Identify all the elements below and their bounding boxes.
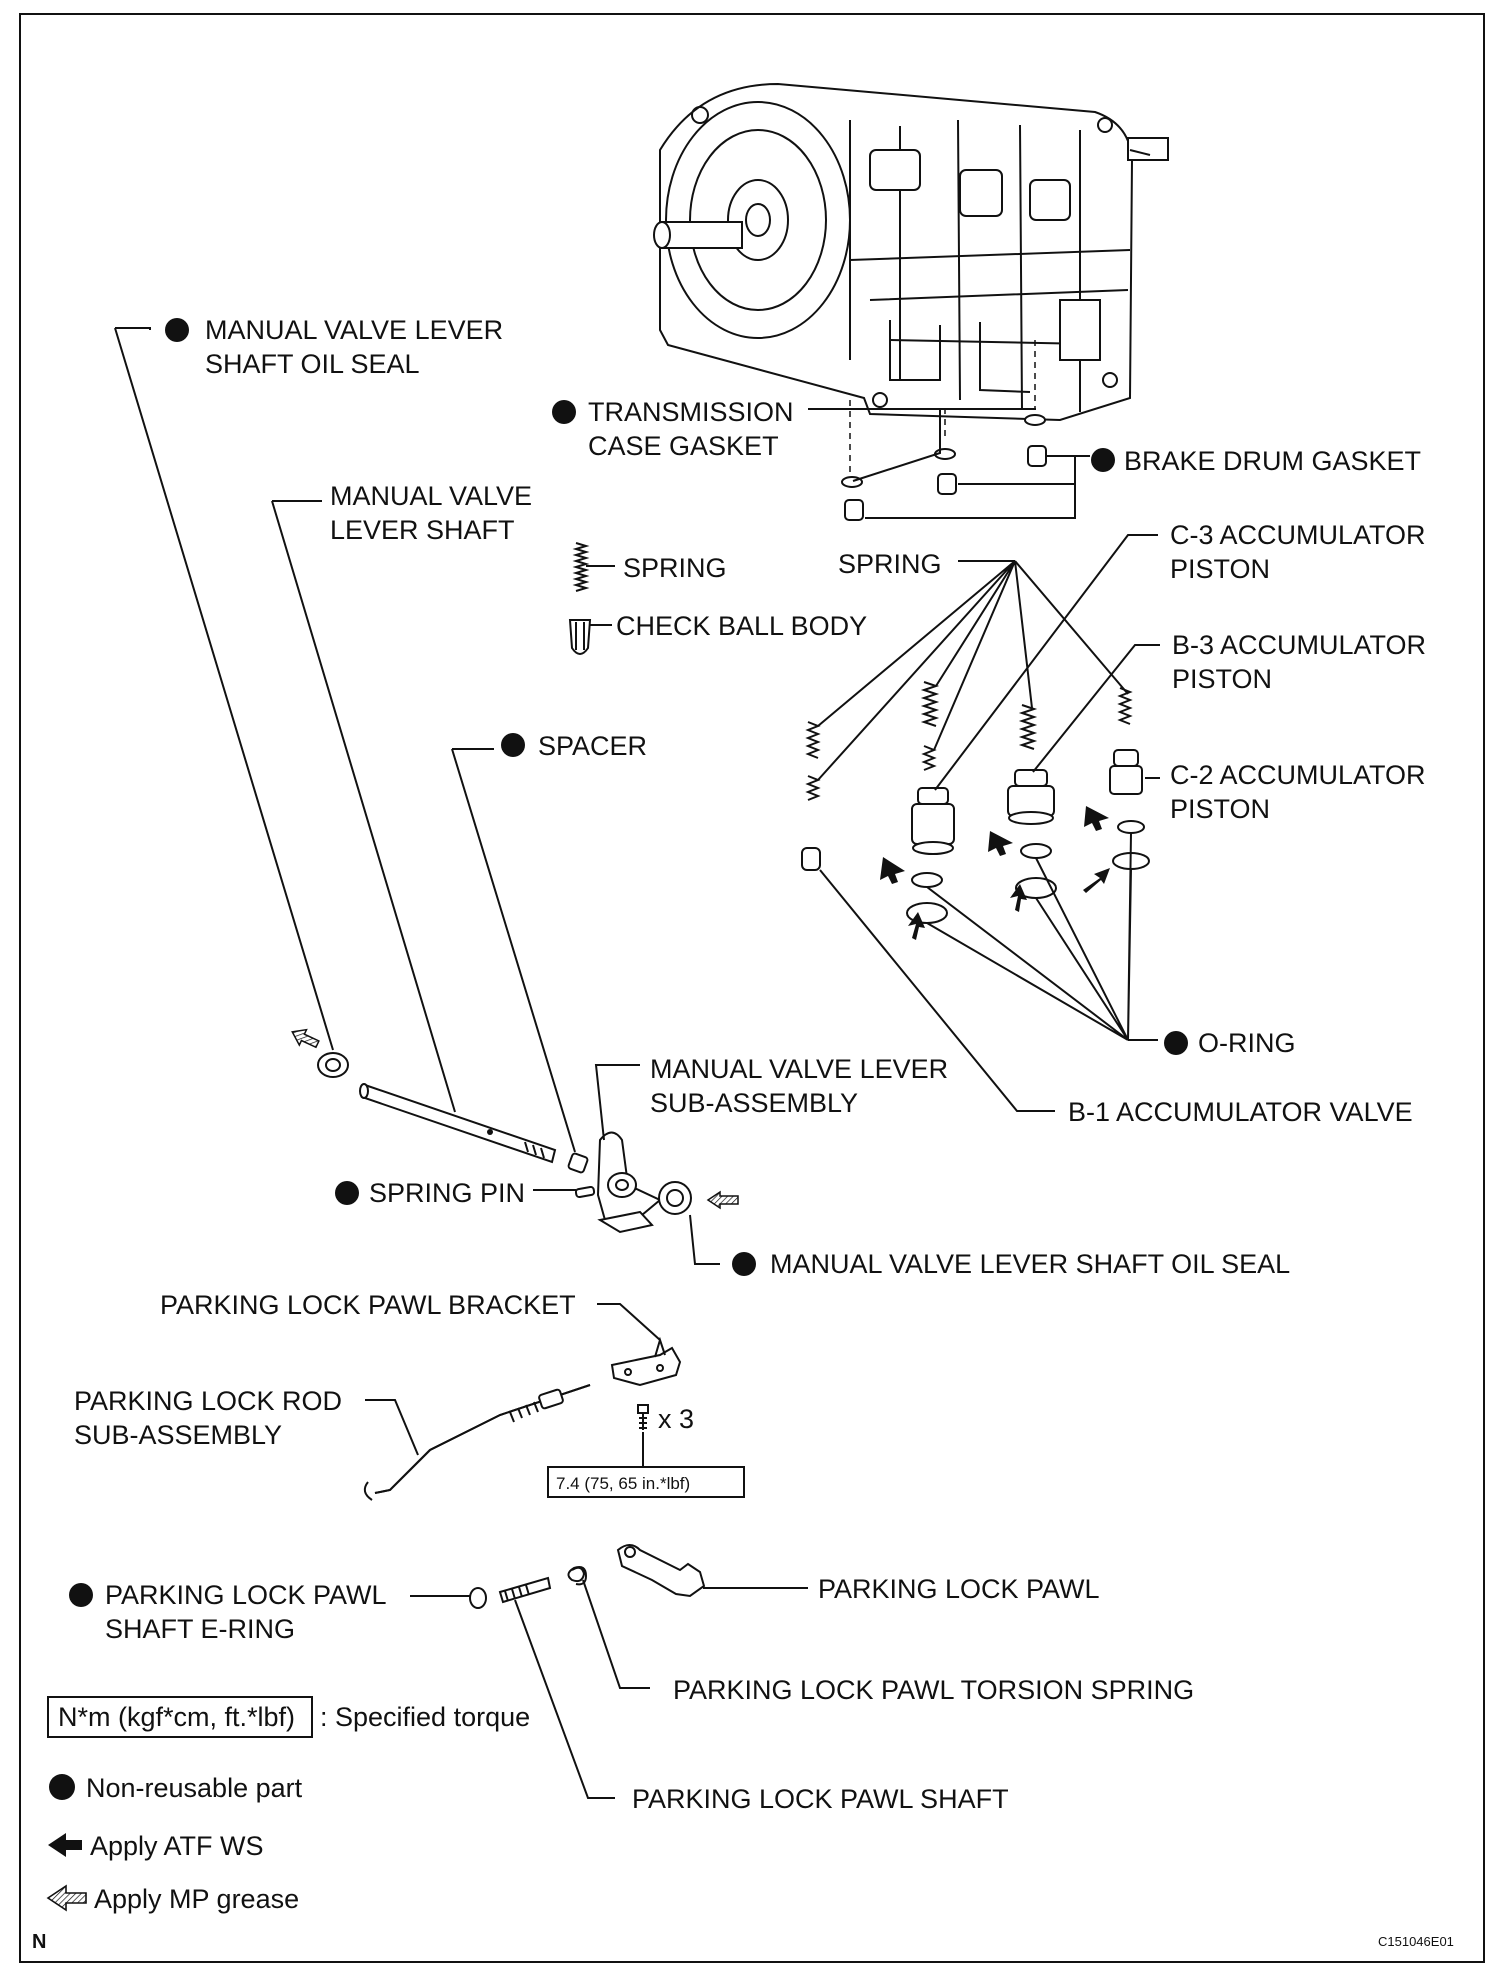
label-lever-shaft-1: MANUAL VALVE [330,481,532,511]
legend-torque-text: : Specified torque [320,1702,530,1732]
manual-valve-lever-shaft-oil-seal-part [317,1052,349,1078]
label-e-ring-1: PARKING LOCK PAWL [105,1580,387,1610]
legend: N*m (kgf*cm, ft.*lbf) : Specified torque… [46,1696,530,1914]
label-oil-seal-bottom: MANUAL VALVE LEVER SHAFT OIL SEAL [770,1249,1290,1279]
bolt-icon [637,1404,649,1430]
e-ring-part [469,1587,487,1609]
mp-grease-arrow-icon [291,1028,320,1049]
b3-accumulator-piston-part [1007,769,1055,825]
label-oil-seal-top-1: MANUAL VALVE LEVER [205,315,503,345]
legend-apply-mp: Apply MP grease [94,1884,299,1914]
label-lever-shaft-2: LEVER SHAFT [330,515,515,545]
n-mark: N [32,1931,46,1953]
label-c2-piston-1: C-2 ACCUMULATOR [1170,760,1426,790]
torque-value-box [547,1466,745,1498]
legend-non-reusable: Non-reusable part [86,1773,303,1803]
accumulator-springs [805,681,1133,801]
label-spring-pin: SPRING PIN [369,1178,525,1208]
label-pawl-bracket: PARKING LOCK PAWL BRACKET [160,1290,576,1320]
legend-torque-box [47,1696,313,1738]
label-check-ball-body: CHECK BALL BODY [616,611,867,641]
parking-lock-pawl-part [616,1544,706,1598]
label-c2-piston-2: PISTON [1170,794,1270,824]
legend-bullet-icon [49,1774,75,1800]
label-c3-piston-2: PISTON [1170,554,1270,584]
parking-lock-pawl-torsion-spring-part [567,1566,588,1586]
label-oil-seal-top-2: SHAFT OIL SEAL [205,349,420,379]
figure-code: C151046E01 [1378,1934,1454,1949]
check-ball-spring-part [572,542,590,592]
label-e-ring-2: SHAFT E-RING [105,1614,295,1644]
c3-accumulator-piston-part [911,787,955,855]
manual-valve-lever-part [596,1131,662,1234]
c2-accumulator-piston-part [1109,749,1143,795]
b1-accumulator-valve-part [801,847,821,871]
figure-frame [19,13,1485,1963]
label-lock-rod-1: PARKING LOCK ROD [74,1386,342,1416]
label-b3-piston-1: B-3 ACCUMULATOR [1172,630,1426,660]
label-spacer: SPACER [538,731,647,761]
mp-grease-arrow-icon-2 [706,1190,739,1210]
label-spring-left: SPRING [623,553,727,583]
leader-lines [114,327,1160,1799]
legend-apply-atf: Apply ATF WS [90,1831,264,1861]
label-lever-sub-assy-1: MANUAL VALVE LEVER [650,1054,948,1084]
parking-lock-pawl-bracket-part [610,1336,682,1387]
label-lever-sub-assy-2: SUB-ASSEMBLY [650,1088,858,1118]
spring-pin-part [574,1185,596,1199]
brake-drum-gaskets [844,445,1047,521]
legend-mp-arrow-icon [46,1884,87,1912]
parking-lock-pawl-shaft-part [498,1576,552,1604]
label-pawl-shaft: PARKING LOCK PAWL SHAFT [632,1784,1009,1814]
label-pawl: PARKING LOCK PAWL [818,1574,1100,1604]
label-spring-right: SPRING [838,549,942,579]
legend-atf-arrow-icon [48,1833,82,1857]
legend-torque-box-text: N*m (kgf*cm, ft.*lbf) [58,1702,295,1732]
label-case-gasket-1: TRANSMISSION [588,397,794,427]
apply-atf-arrows [880,806,1110,940]
transmission-case-illustration [653,82,1169,422]
label-b1-valve: B-1 ACCUMULATOR VALVE [1068,1097,1413,1127]
oil-seal-bottom-part [658,1181,692,1215]
label-brake-drum-gasket: BRAKE DRUM GASKET [1124,446,1421,476]
spacer-part [567,1152,589,1174]
label-bolt-count: x 3 [658,1404,694,1434]
label-torque-value: 7.4 (75, 65 in.*lbf) [556,1474,690,1493]
check-ball-body-part [568,619,592,655]
parking-lock-rod-part [363,1384,591,1501]
label-o-ring: O-RING [1198,1028,1296,1058]
label-case-gasket-2: CASE GASKET [588,431,779,461]
non-reusable-bullets [69,318,1188,1607]
label-b3-piston-2: PISTON [1172,664,1272,694]
manual-valve-lever-shaft-part [359,1083,557,1164]
label-torsion-spring: PARKING LOCK PAWL TORSION SPRING [673,1675,1194,1705]
label-lock-rod-2: SUB-ASSEMBLY [74,1420,282,1450]
label-c3-piston-1: C-3 ACCUMULATOR [1170,520,1426,550]
